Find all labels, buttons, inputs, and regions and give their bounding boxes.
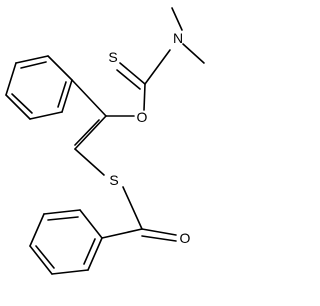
atom-label-carbonyl-oxygen: O (180, 230, 191, 246)
bond (29, 245, 53, 275)
bond-phenyl-to-vinyl (71, 79, 107, 117)
atom-label-ether-oxygen: O (137, 109, 148, 125)
aromatic-double-bond (35, 245, 55, 269)
bond-sulfur-to-carbonyl (122, 186, 143, 230)
atom-label-thioester-sulfur: S (109, 172, 118, 188)
bond-oxygen-to-carbon (143, 83, 146, 111)
bond (5, 94, 31, 120)
bond (29, 111, 63, 120)
aromatic-double-bond (57, 81, 67, 108)
thiocarbamate-group (116, 7, 205, 111)
carbonyl-double-bond (141, 228, 177, 236)
lower-phenyl-ring (29, 209, 103, 275)
upper-phenyl-ring (5, 55, 73, 120)
bond (29, 213, 45, 247)
thione-double-bond-inner (116, 69, 141, 90)
bond-nitrogen-to-methyl (171, 7, 183, 31)
vinyl-double-bond-inner (74, 119, 100, 146)
bond (61, 79, 73, 113)
bond (15, 55, 49, 64)
bond-nitrogen-to-methyl (182, 43, 205, 64)
bond (87, 237, 103, 271)
aromatic-double-bond (47, 216, 79, 221)
bond (51, 269, 89, 275)
bond (47, 55, 73, 81)
bond (5, 62, 17, 96)
aromatic-double-bond (11, 93, 33, 114)
bond (79, 209, 103, 239)
aromatic-double-bond (20, 61, 47, 69)
atom-label-thione-sulfur: S (108, 49, 117, 65)
bond-carbon-to-nitrogen (144, 49, 171, 85)
aromatic-double-bond (83, 238, 96, 265)
atom-label-amine-nitrogen: N (173, 30, 183, 46)
bond (43, 209, 81, 215)
vinyl-double-bond (74, 115, 107, 150)
thione-double-bond (119, 62, 146, 85)
thioester-group (101, 186, 177, 242)
bond-vinyl-to-sulfur (74, 148, 105, 176)
carbonyl-double-bond-inner (141, 235, 177, 242)
bond-carbonyl-to-phenyl (101, 228, 143, 239)
molecule-structure: S N O S O (5, 7, 205, 275)
